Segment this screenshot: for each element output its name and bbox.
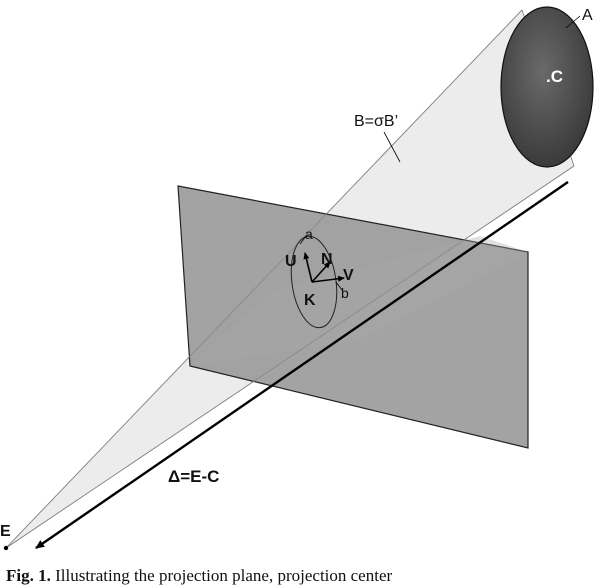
- leader-a: [565, 15, 581, 29]
- label-e: E: [0, 523, 11, 540]
- label-k: K: [304, 292, 316, 309]
- vector-u: [303, 252, 313, 283]
- label-b: B=σB’: [354, 113, 398, 130]
- projection-plane: [177, 185, 529, 449]
- label-a: A: [582, 7, 593, 24]
- label-n: N: [321, 251, 333, 268]
- label-small-a: a: [305, 226, 313, 242]
- label-u: U: [285, 253, 297, 270]
- label-v: V: [343, 267, 354, 284]
- leader-b-small: [335, 281, 343, 291]
- cone-edge-upper: [5, 9, 523, 549]
- label-c: .C: [546, 67, 563, 86]
- delta-axis: [35, 181, 569, 549]
- label-small-b: b: [341, 285, 349, 301]
- caption-text: Illustrating the projection plane, proje…: [55, 566, 393, 585]
- eye-point: [3, 545, 9, 551]
- leader-b: [383, 131, 401, 163]
- leader-small-a: [299, 235, 307, 245]
- target-disk: [500, 6, 594, 168]
- cone-edge-lower: [5, 165, 575, 549]
- figure-caption: Fig. 1. Illustrating the projection plan…: [6, 566, 600, 586]
- caption-number: Fig. 1.: [6, 566, 51, 585]
- vector-v: [311, 275, 345, 283]
- label-delta: Δ=E-C: [168, 467, 219, 486]
- vector-n: [311, 261, 331, 283]
